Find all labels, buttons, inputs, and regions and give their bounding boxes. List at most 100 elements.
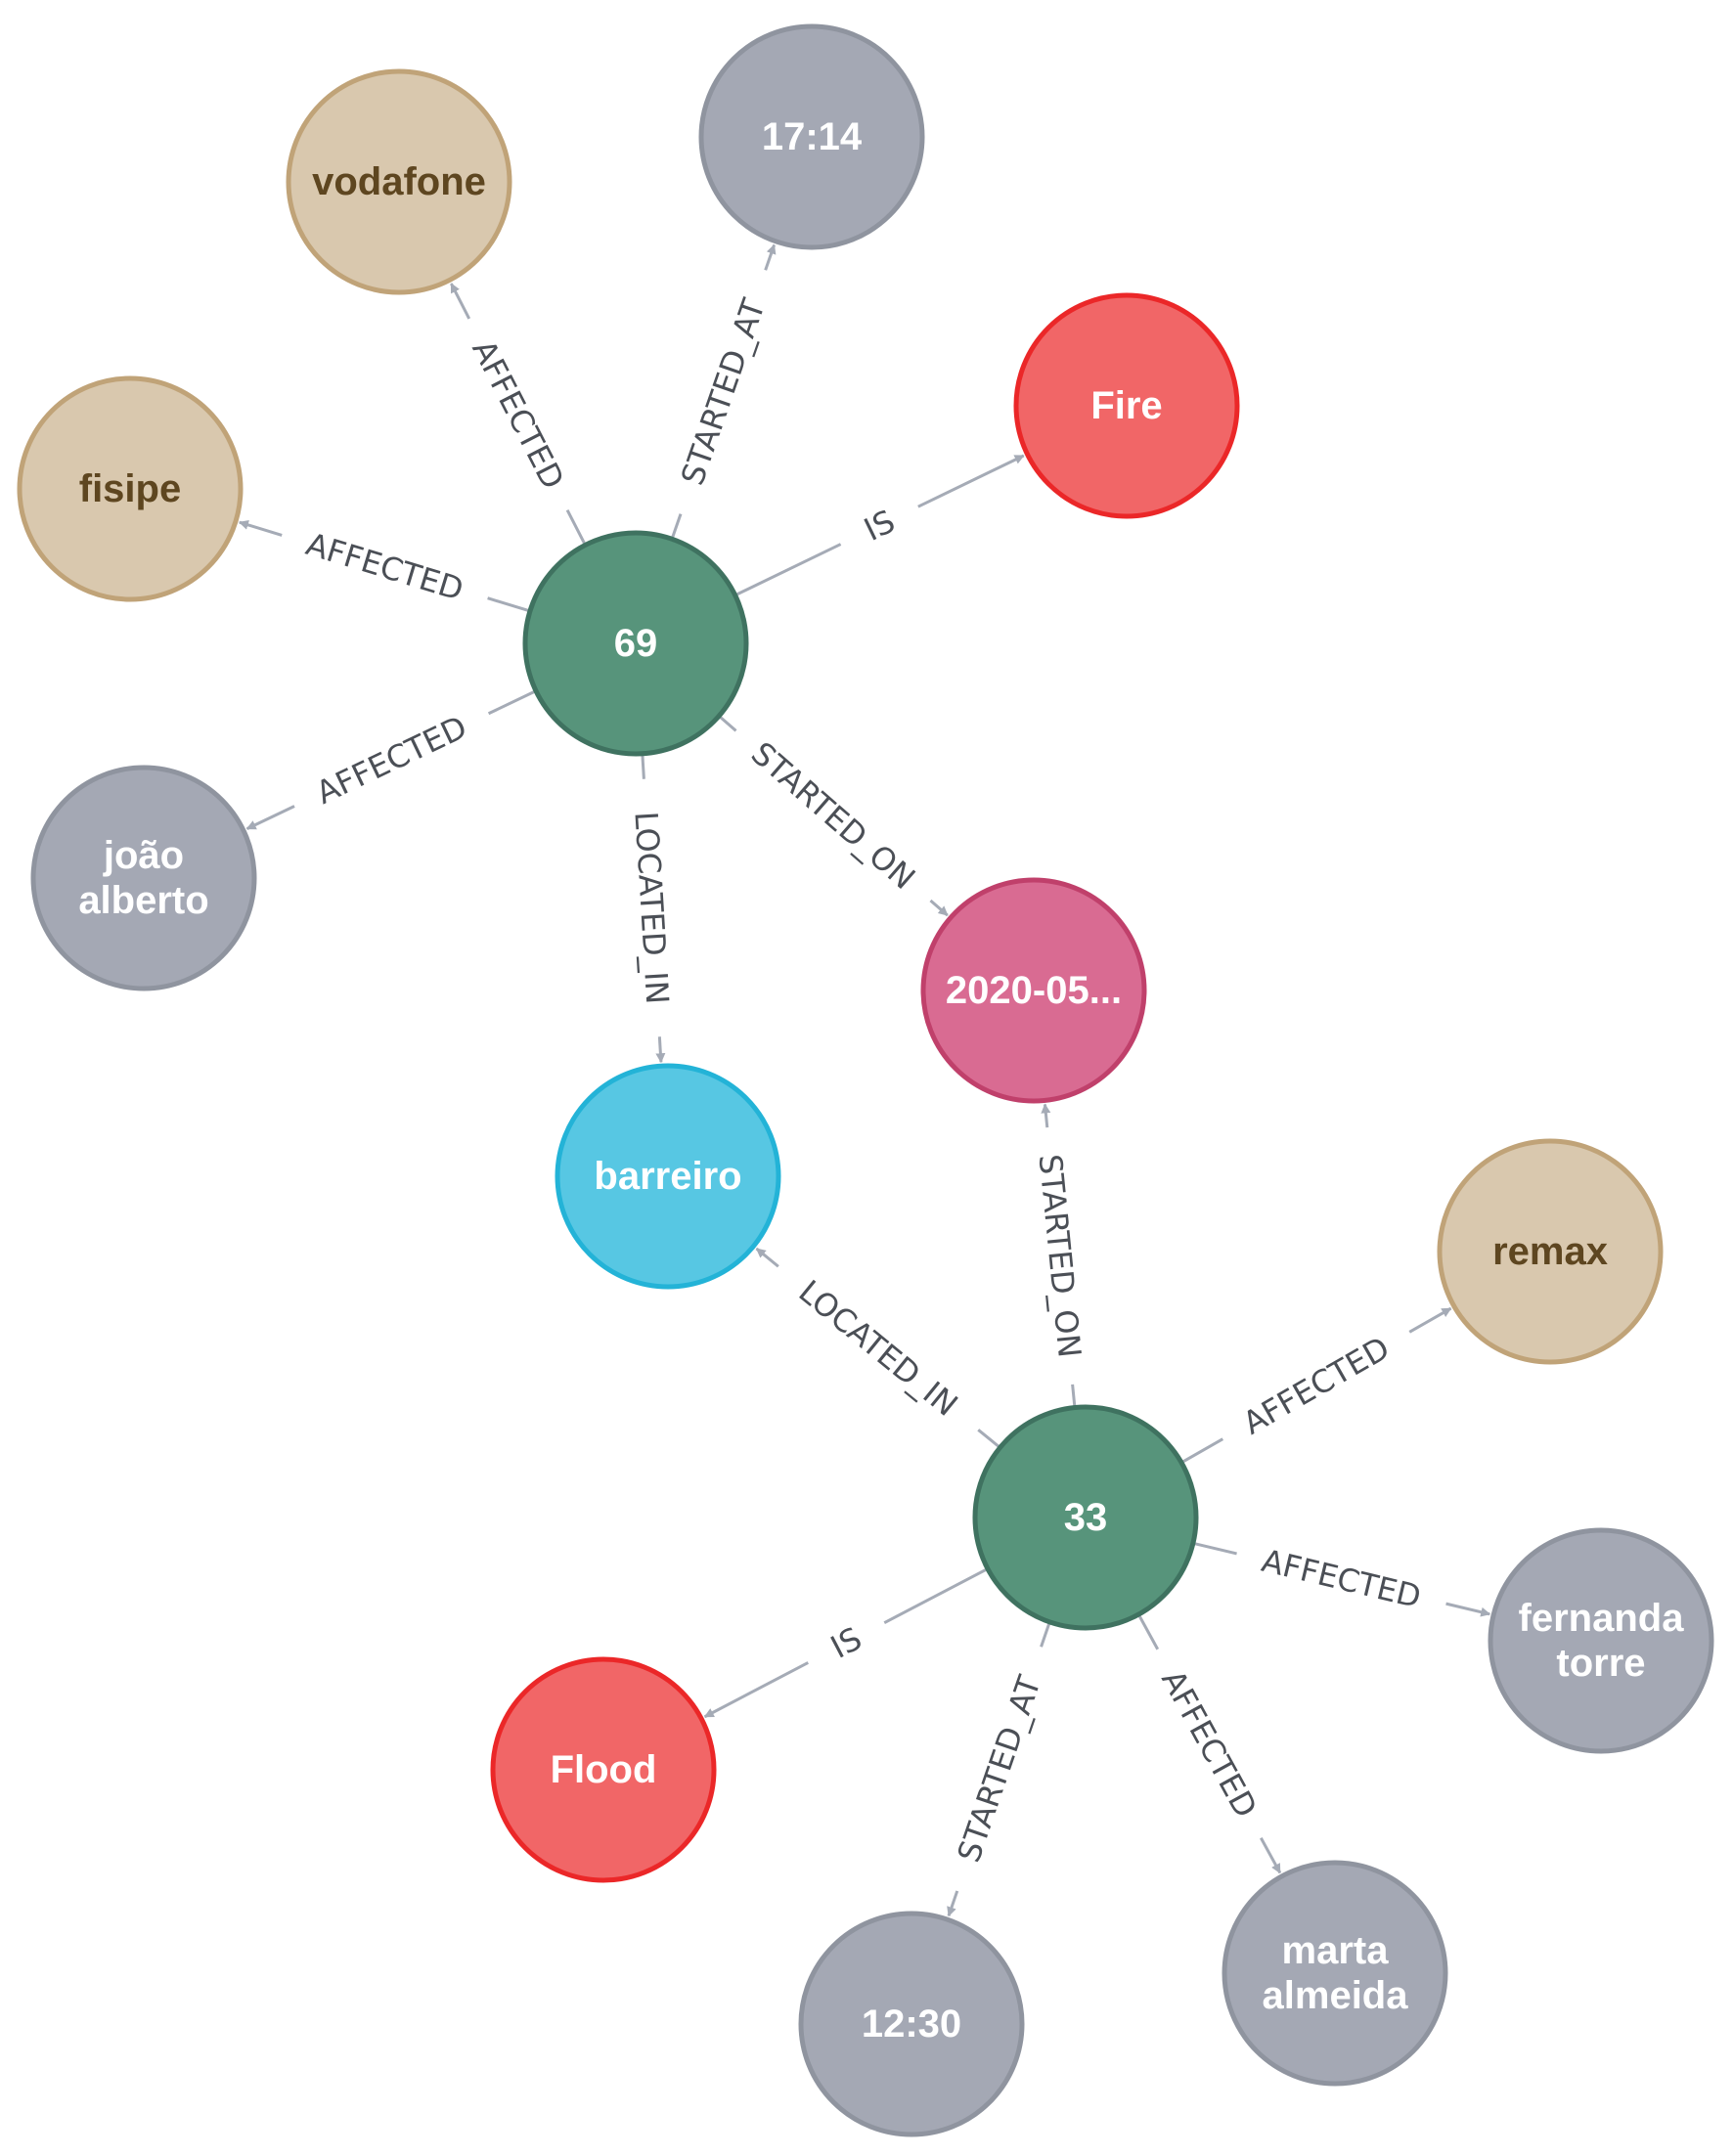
- node-t1714[interactable]: 17:14: [698, 23, 925, 250]
- edge-affected[interactable]: AFFECTED: [238, 520, 531, 613]
- node-label: fernanda: [1519, 1597, 1685, 1640]
- edge-arrow: [1041, 1103, 1051, 1128]
- edge-arrow: [929, 899, 949, 917]
- node-circle: [555, 1063, 781, 1290]
- node-fisipe[interactable]: fisipe: [17, 375, 244, 602]
- node-label: Flood: [551, 1748, 657, 1791]
- node-n33[interactable]: 33: [972, 1404, 1199, 1631]
- edge-label: STARTED_AT: [950, 1671, 1048, 1868]
- node-circle: [1013, 292, 1240, 519]
- edge-located-in[interactable]: LOCATED_IN: [627, 753, 676, 1064]
- edge-label: AFFECTED: [465, 333, 571, 495]
- edge-started-at[interactable]: STARTED_AT: [947, 1621, 1051, 1917]
- edge-line: [565, 508, 587, 547]
- edge-line: [1071, 1384, 1077, 1408]
- edge-label: IS: [859, 503, 901, 549]
- node-label: 69: [614, 622, 658, 665]
- node-label: 33: [1064, 1496, 1108, 1539]
- node-label: alberto: [78, 879, 208, 922]
- edge-arrow: [755, 1247, 779, 1268]
- edge-line: [1136, 1613, 1160, 1650]
- edge-affected[interactable]: AFFECTED: [450, 283, 587, 547]
- node-circle: [1437, 1138, 1664, 1365]
- node-barreiro[interactable]: barreiro: [555, 1063, 781, 1290]
- edge-line: [670, 513, 683, 540]
- edge-located-in[interactable]: LOCATED_IN: [755, 1247, 1001, 1449]
- edge-line: [487, 596, 531, 613]
- edge-affected[interactable]: AFFECTED: [1180, 1306, 1452, 1465]
- edge-label: LOCATED_IN: [627, 811, 676, 1005]
- edge-line: [641, 753, 645, 779]
- node-circle: [522, 530, 749, 757]
- node-label: marta: [1282, 1929, 1390, 1972]
- edge-line: [734, 543, 842, 597]
- node-label: torre: [1556, 1642, 1645, 1685]
- edge-label: IS: [824, 1619, 867, 1665]
- edge-started-on[interactable]: STARTED_ON: [1032, 1103, 1089, 1408]
- edge-label: STARTED_AT: [674, 293, 773, 489]
- edge-line: [718, 715, 737, 732]
- edge-affected[interactable]: AFFECTED: [245, 689, 537, 830]
- node-remax[interactable]: remax: [1437, 1138, 1664, 1365]
- node-circle: [698, 23, 925, 250]
- node-fire[interactable]: Fire: [1013, 292, 1240, 519]
- node-label: barreiro: [594, 1155, 741, 1198]
- edge-arrow: [764, 243, 777, 271]
- node-t1230[interactable]: 12:30: [798, 1911, 1025, 2137]
- edge-is[interactable]: IS: [734, 454, 1025, 597]
- edge-label: AFFECTED: [1236, 1329, 1396, 1441]
- node-flood[interactable]: Flood: [490, 1656, 717, 1883]
- node-label: Fire: [1090, 384, 1162, 427]
- edge-arrow: [703, 1661, 809, 1719]
- edge-label: LOCATED_IN: [792, 1273, 965, 1424]
- edge-affected[interactable]: AFFECTED: [1192, 1541, 1491, 1617]
- edge-arrow: [450, 283, 471, 320]
- edge-label: AFFECTED: [1259, 1542, 1425, 1615]
- edge-started-at[interactable]: STARTED_AT: [670, 243, 777, 540]
- edges-layer: AFFECTED STARTED_AT IS AFFECTED AFFECTED LOCA…: [238, 243, 1491, 1917]
- edge-label: AFFECTED: [1154, 1663, 1265, 1824]
- edge-line: [883, 1567, 989, 1625]
- node-circle: [17, 375, 244, 602]
- nodes-layer: 69 33 vodafone fisipe remax 17:14 12:30 joãoalb…: [17, 23, 1714, 2137]
- node-circle: [286, 68, 512, 295]
- edge-arrow: [238, 520, 283, 537]
- node-circle: [798, 1911, 1025, 2137]
- edge-arrow: [1408, 1306, 1452, 1334]
- edge-line: [1180, 1437, 1224, 1465]
- node-label: vodafone: [312, 160, 486, 203]
- edge-line: [487, 689, 537, 716]
- node-label: almeida: [1263, 1974, 1409, 2017]
- node-circle: [490, 1656, 717, 1883]
- node-label: 12:30: [862, 2002, 961, 2046]
- edge-line: [977, 1429, 1001, 1449]
- edge-arrow: [947, 1890, 959, 1917]
- node-circle: [1488, 1527, 1714, 1754]
- edge-is[interactable]: IS: [703, 1567, 989, 1719]
- edge-arrow: [655, 1036, 666, 1064]
- edge-arrow: [917, 454, 1025, 508]
- edge-affected[interactable]: AFFECTED: [1136, 1613, 1282, 1874]
- edge-arrow: [1445, 1602, 1491, 1617]
- node-n69[interactable]: 69: [522, 530, 749, 757]
- node-vodafone[interactable]: vodafone: [286, 68, 512, 295]
- node-label: 2020-05...: [946, 969, 1122, 1012]
- edge-line: [1192, 1541, 1237, 1556]
- node-label: joão: [103, 834, 184, 877]
- edge-label: AFFECTED: [310, 708, 472, 812]
- node-label: 17:14: [762, 115, 863, 158]
- edge-label: AFFECTED: [302, 525, 468, 608]
- edge-started-on[interactable]: STARTED_ON: [718, 715, 949, 917]
- edge-line: [1040, 1621, 1051, 1648]
- node-label: fisipe: [79, 467, 181, 510]
- node-circle: [920, 877, 1147, 1104]
- node-date[interactable]: 2020-05...: [920, 877, 1147, 1104]
- edge-arrow: [245, 805, 295, 830]
- node-label: remax: [1492, 1230, 1608, 1273]
- edge-label: STARTED_ON: [1032, 1153, 1089, 1359]
- node-circle: [30, 765, 257, 991]
